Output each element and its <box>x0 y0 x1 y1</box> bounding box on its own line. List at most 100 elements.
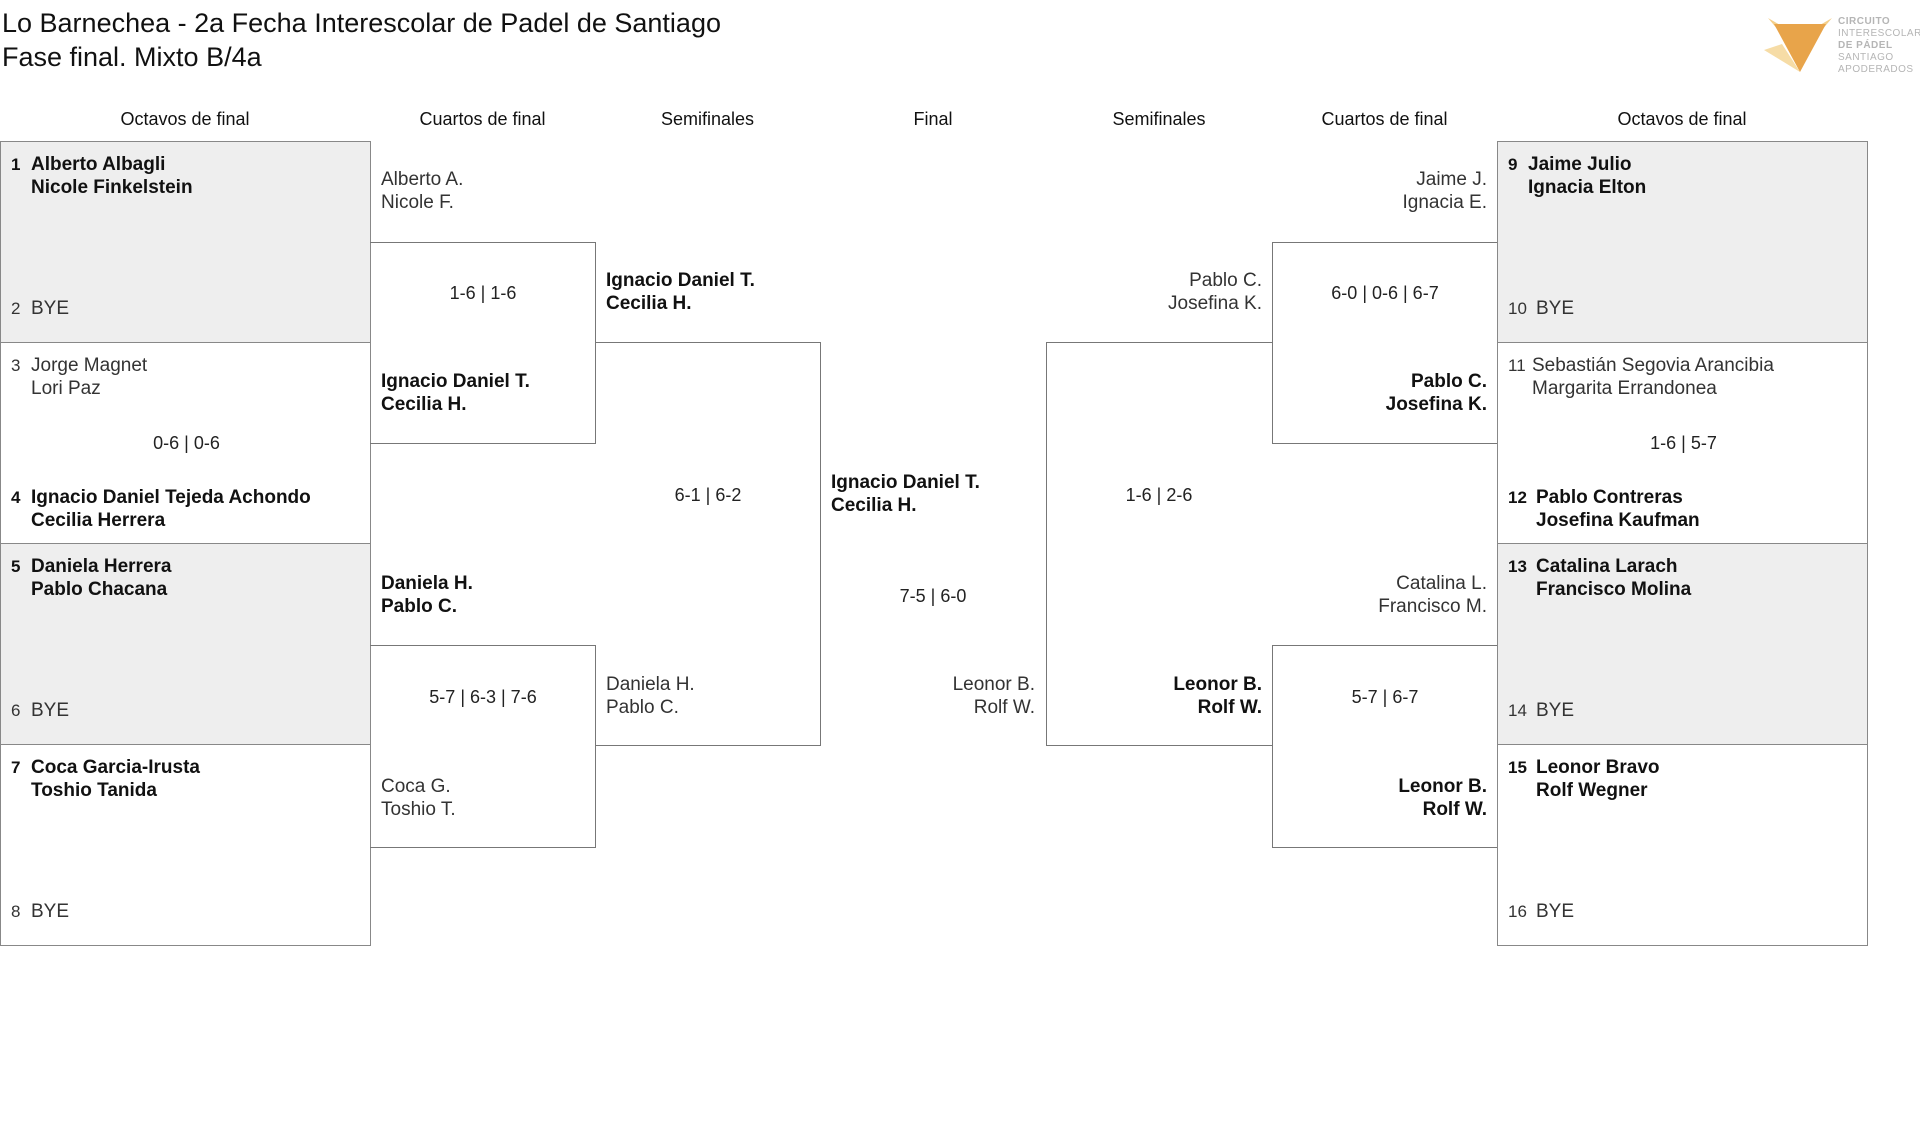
qf-left-connector-2 <box>370 645 596 848</box>
player-name: Pablo Contreras <box>1536 487 1683 508</box>
player-name: Jaime J. <box>1416 169 1487 190</box>
seed-number: 8 <box>11 902 21 921</box>
player-name: Jorge Magnet <box>31 355 148 376</box>
player-name: Alberto A. <box>381 169 464 190</box>
logo-line-1: CIRCUITO <box>1838 16 1891 27</box>
qf-right-connector-1 <box>1272 242 1498 444</box>
player-name: Jaime Julio <box>1528 154 1632 175</box>
seed-number: 14 <box>1508 701 1527 720</box>
player-name: Margarita Errandonea <box>1532 378 1717 399</box>
player-name: Coca G. <box>381 776 451 797</box>
seed-number: 5 <box>11 557 21 576</box>
match-score: 5-7 | 6-7 <box>1351 687 1419 707</box>
column-header-r16-left: Octavos de final <box>120 109 250 129</box>
sf-team-slot[interactable]: Leonor B. Rolf W. <box>1046 673 1262 719</box>
logo-line-5: APODERADOS <box>1838 64 1914 75</box>
match-score: 6-0 | 0-6 | 6-7 <box>1331 283 1439 303</box>
seed-number: 7 <box>11 758 21 777</box>
column-header-sf-left: Semifinales <box>660 109 755 129</box>
logo-line-2: INTERESCOLAR <box>1838 28 1920 39</box>
final-team-slot[interactable]: Ignacio Daniel T. Cecilia H. <box>831 471 980 517</box>
player-name: Leonor B. <box>952 674 1035 695</box>
tournament-subtitle: Fase final. Mixto B/4a <box>2 42 262 72</box>
player-name: Ignacio Daniel T. <box>831 472 980 493</box>
player-name: Catalina Larach <box>1536 556 1678 577</box>
sf-team-slot[interactable]: Ignacio Daniel T. Cecilia H. <box>606 269 755 315</box>
match-score: 1-6 | 1-6 <box>449 283 517 303</box>
player-name: Alberto Albagli <box>31 154 166 175</box>
bye-label: BYE <box>31 700 70 721</box>
player-name: Pablo C. <box>606 697 679 718</box>
seed-number: 3 <box>11 356 21 375</box>
final-score: 7-5 | 6-0 <box>899 586 967 606</box>
qf-team-slot[interactable]: Coca G. Toshio T. <box>381 775 456 821</box>
player-name: Ignacio Daniel Tejeda Achondo <box>31 487 311 508</box>
player-name: Leonor B. <box>1173 674 1262 695</box>
sf-team-slot[interactable]: Daniela H. Pablo C. <box>606 673 695 719</box>
seed-number: 15 <box>1508 758 1527 777</box>
match-score: 1-6 | 5-7 <box>1650 433 1717 453</box>
player-name: Ignacio Daniel T. <box>381 371 530 392</box>
qf-team-slot[interactable]: Ignacio Daniel T. Cecilia H. <box>381 370 530 416</box>
qf-left-connector-1 <box>370 242 596 444</box>
sf-left-connector <box>595 342 821 746</box>
final-team-slot[interactable]: Leonor B. Rolf W. <box>820 673 1035 719</box>
team-slot: 8 BYE <box>11 900 69 923</box>
player-name: Lori Paz <box>31 378 101 399</box>
player-name: Cecilia H. <box>831 495 917 516</box>
column-header-qf-left: Cuartos de final <box>419 109 546 129</box>
bye-label: BYE <box>31 901 70 922</box>
player-name: Rolf W. <box>973 697 1035 718</box>
qf-team-slot[interactable]: Pablo C. Josefina K. <box>1272 370 1487 416</box>
column-header-r16-right: Octavos de final <box>1617 109 1747 129</box>
circuit-logo: CIRCUITO INTERESCOLAR DE PÁDEL SANTIAGO … <box>1764 16 1920 76</box>
qf-team-slot[interactable]: Daniela H. Pablo C. <box>381 572 473 618</box>
seed-number: 4 <box>11 488 21 507</box>
player-name: Ignacia Elton <box>1528 177 1647 198</box>
sf-team-slot[interactable]: Pablo C. Josefina K. <box>1046 269 1262 315</box>
qf-team-slot[interactable]: Leonor B. Rolf W. <box>1272 775 1487 821</box>
qf-right-connector-2 <box>1272 645 1498 848</box>
seed-number: 6 <box>11 701 21 720</box>
player-name: Sebastián Segovia Arancibia <box>1532 355 1774 376</box>
qf-team-slot[interactable]: Catalina L. Francisco M. <box>1272 572 1487 618</box>
qf-team-slot[interactable]: Alberto A. Nicole F. <box>381 168 463 214</box>
player-name: Daniela H. <box>606 674 695 695</box>
match-score: 0-6 | 0-6 <box>153 433 220 453</box>
qf-team-slot[interactable]: Jaime J. Ignacia E. <box>1272 168 1488 214</box>
sf-right-connector <box>1046 342 1273 746</box>
fox-logo-icon <box>1764 18 1832 72</box>
seed-number: 2 <box>11 299 21 318</box>
match-score: 6-1 | 6-2 <box>674 485 742 505</box>
match-score: 1-6 | 2-6 <box>1125 485 1193 505</box>
column-header-qf-right: Cuartos de final <box>1321 109 1448 129</box>
player-name: Nicole Finkelstein <box>31 177 193 198</box>
seed-number: 12 <box>1508 488 1527 507</box>
seed-number: 1 <box>11 155 21 174</box>
player-name: Cecilia H. <box>381 394 467 415</box>
player-name: Ignacio Daniel T. <box>606 270 755 291</box>
player-name: Rolf W. <box>1197 697 1262 718</box>
player-name: Leonor B. <box>1398 776 1487 797</box>
player-name: Daniela H. <box>381 573 473 594</box>
